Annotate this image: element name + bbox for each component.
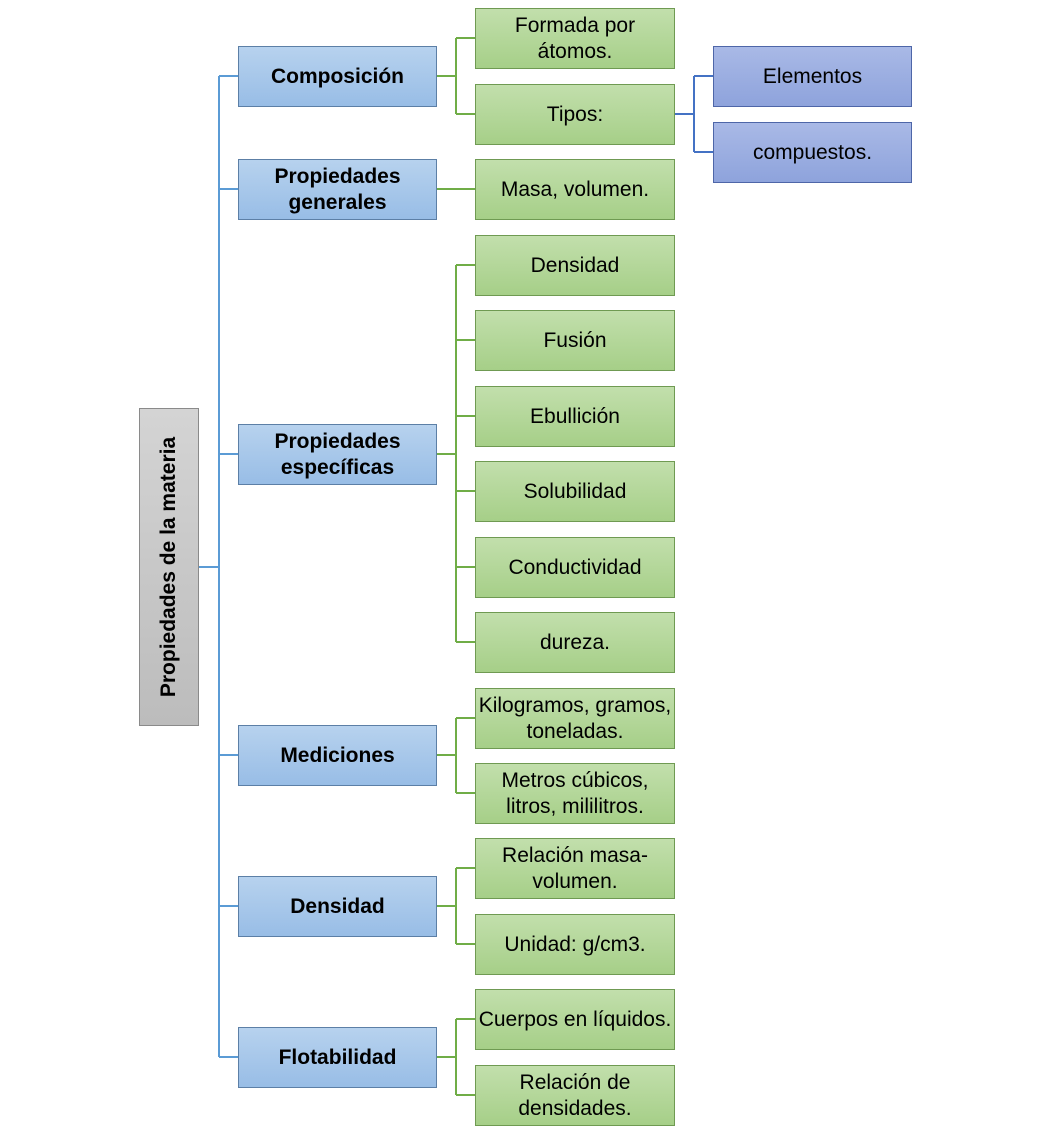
leaf-relacion-de-densidades: Relación de densidades. <box>475 1065 675 1126</box>
flotabilidad-connector <box>437 1018 475 1096</box>
root-label: Propiedades de la materia <box>157 436 180 698</box>
leaf-ebullicion: Ebullición <box>475 386 675 447</box>
leaf-solubilidad: Solubilidad <box>475 461 675 522</box>
leaf-masa-volumen: Masa, volumen. <box>475 159 675 220</box>
leaf-conductividad: Conductividad <box>475 537 675 598</box>
tipos-connector <box>675 75 713 153</box>
composicion-connector <box>437 37 475 115</box>
leaf-fusion: Fusión <box>475 310 675 371</box>
node-densidad: Densidad <box>238 876 437 937</box>
leaf-elementos: Elementos <box>713 46 912 107</box>
root-connector <box>199 75 238 1058</box>
node-flotabilidad: Flotabilidad <box>238 1027 437 1088</box>
node-propiedades-especificas: Propiedades específicas <box>238 424 437 485</box>
leaf-formada-por-atomos: Formada por átomos. <box>475 8 675 69</box>
leaf-dureza: dureza. <box>475 612 675 673</box>
node-composicion: Composición <box>238 46 437 107</box>
leaf-compuestos: compuestos. <box>713 122 912 183</box>
leaf-tipos: Tipos: <box>475 84 675 145</box>
node-mediciones: Mediciones <box>238 725 437 786</box>
leaf-densidad: Densidad <box>475 235 675 296</box>
leaf-relacion-masa-volumen: Relación masa-volumen. <box>475 838 675 899</box>
root-node: Propiedades de la materia <box>139 408 199 726</box>
leaf-cuerpos-en-liquidos: Cuerpos en líquidos. <box>475 989 675 1050</box>
node-propiedades-generales: Propiedades generales <box>238 159 437 220</box>
especificas-connector <box>437 264 475 643</box>
mediciones-connector <box>437 717 475 794</box>
densidad-connector <box>437 867 475 945</box>
leaf-unidad: Unidad: g/cm3. <box>475 914 675 975</box>
leaf-metros-cubicos: Metros cúbicos, litros, mililitros. <box>475 763 675 824</box>
leaf-kilogramos: Kilogramos, gramos, toneladas. <box>475 688 675 749</box>
